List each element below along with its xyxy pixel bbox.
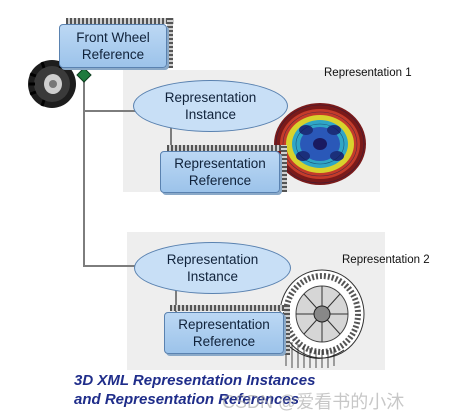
tree-trunk-line	[83, 75, 85, 267]
root-hatch-top	[66, 18, 174, 24]
representation-reference-1: Representation Reference	[160, 151, 280, 193]
reference-2-hatch-top	[170, 305, 290, 311]
figure-caption-line1: 3D XML Representation Instances	[74, 372, 316, 389]
branch-line-2	[83, 265, 140, 267]
branch-line-1	[83, 110, 140, 112]
front-wheel-reference-line2: Reference	[81, 47, 145, 62]
figure-caption: 3D XML Representation Instances and Repr…	[74, 371, 315, 409]
representation-reference-1-line2: Reference	[188, 173, 252, 188]
tire-icon	[28, 60, 76, 108]
root-hatch-right	[167, 18, 173, 68]
reference-1-hatch-right	[281, 145, 287, 192]
representation-instance-1: Representation Instance	[133, 80, 288, 132]
colored-wheel-mesh-icon	[274, 103, 366, 185]
front-wheel-reference-line1: Front Wheel	[76, 30, 150, 45]
representation-reference-2-line2: Reference	[192, 334, 256, 349]
representation-instance-2-line2: Instance	[186, 269, 239, 284]
figure-caption-line2: and Representation References	[74, 391, 300, 408]
wireframe-wheel-icon	[279, 269, 365, 368]
csdn-watermark: CSDN @爱看书的小沐	[222, 392, 405, 412]
front-wheel-reference-box: Front Wheel Reference	[59, 24, 167, 68]
representation-instance-2: Representation Instance	[134, 242, 291, 294]
aggregation-diamond-icon	[76, 67, 92, 83]
representation-reference-2-line1: Representation	[178, 317, 270, 332]
reference-2-hatch-right	[284, 305, 290, 355]
link-instance-reference-2	[175, 290, 177, 312]
representation-reference-1-line1: Representation	[174, 156, 266, 171]
representation-reference-2: Representation Reference	[164, 312, 284, 354]
representation-instance-1-line1: Representation	[164, 90, 257, 105]
representation-1-label: Representation 1	[324, 67, 412, 79]
link-instance-reference-1	[170, 128, 172, 152]
reference-1-hatch-top	[167, 145, 287, 151]
representation-instance-2-line1: Representation	[166, 252, 259, 267]
representation-instance-1-line2: Instance	[184, 107, 237, 122]
representation-2-label: Representation 2	[342, 254, 430, 266]
